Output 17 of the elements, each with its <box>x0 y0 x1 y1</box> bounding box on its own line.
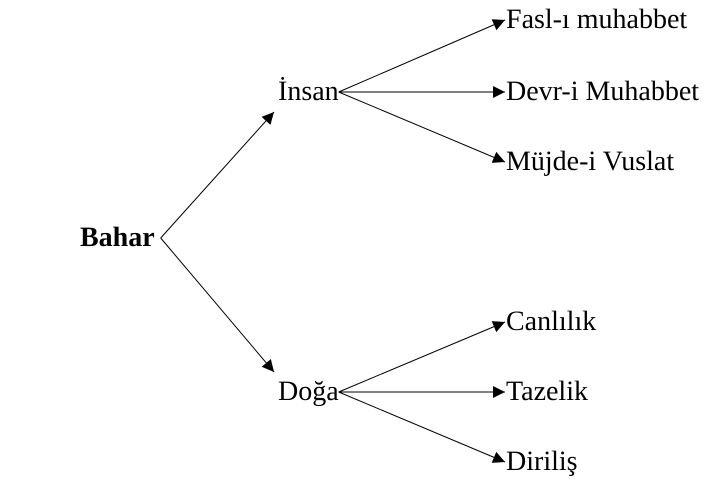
arrow <box>338 392 506 463</box>
node-label: Doğa <box>278 376 339 407</box>
node-label: İnsan <box>278 76 339 107</box>
node-label: Müjde-i Vuslat <box>506 146 674 177</box>
arrow <box>338 86 506 98</box>
arrow <box>338 321 506 392</box>
arrow <box>160 112 274 238</box>
node-label: Fasl-ı muhabbet <box>506 4 688 35</box>
node-label: Bahar <box>80 222 155 253</box>
node-label: Diriliş <box>506 446 578 477</box>
arrow <box>160 238 274 372</box>
node-label: Tazelik <box>506 376 588 407</box>
node-label: Devr-i Muhabbet <box>506 76 700 107</box>
arrow <box>338 386 506 398</box>
arrow <box>338 92 506 163</box>
node-label: Canlılık <box>506 306 596 337</box>
arrow <box>338 19 506 92</box>
